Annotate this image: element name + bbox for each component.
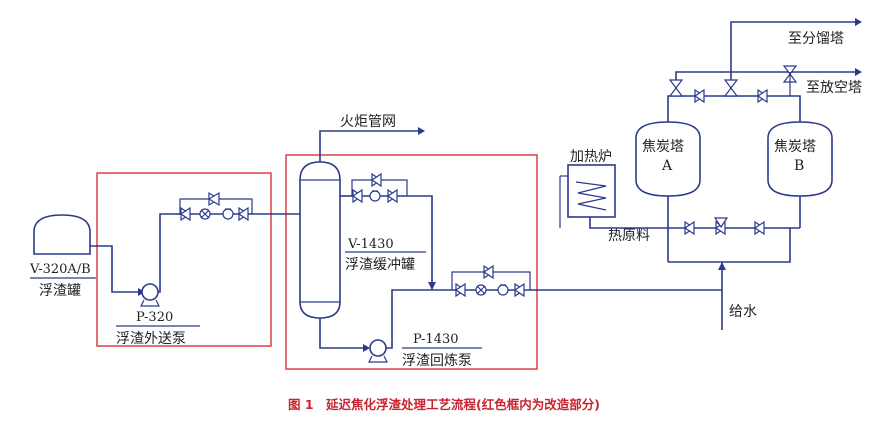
valve-manifold-right	[451, 264, 722, 298]
recycle-loop-valves	[340, 172, 436, 290]
tank-tag: V-320A/B	[29, 262, 91, 277]
buffer-tank-v1430	[299, 161, 341, 319]
pump-p1430-tag: P-1430	[413, 332, 459, 347]
scum-tank-v320	[33, 214, 91, 255]
modified-section-box-left	[96, 172, 272, 347]
pump-p1430	[368, 339, 388, 363]
to-fractionator-label: 至分馏塔	[788, 31, 844, 47]
heater	[559, 164, 616, 228]
coke-drum-b-id: B	[794, 158, 804, 174]
pump-p1430-name: 浮渣回炼泵	[402, 353, 472, 369]
pump-p320-tag: P-320	[136, 310, 173, 325]
coke-drum-a	[635, 121, 701, 197]
pump-p320-name: 浮渣外送泵	[116, 331, 186, 347]
water-label: 给水	[729, 304, 757, 320]
figure-caption: 图 1 延迟焦化浮渣处理工艺流程(红色框内为改造部分)	[288, 397, 600, 412]
coke-drum-a-id: A	[661, 158, 673, 174]
buffer-tank-name: 浮渣缓冲罐	[345, 257, 415, 273]
valve-manifold-left	[176, 191, 300, 222]
coke-drum-a-label: 焦炭塔	[642, 139, 684, 155]
hot-feed-label: 热原料	[608, 228, 650, 244]
drum-bottom-manifold	[667, 196, 801, 263]
heater-label: 加热炉	[570, 149, 612, 165]
coke-drum-b-label: 焦炭塔	[774, 139, 816, 155]
buffer-tank-tag: V-1430	[347, 237, 394, 252]
to-blowdown-label: 至放空塔	[806, 80, 862, 96]
flare-label: 火炬管网	[340, 114, 396, 130]
pump-p320	[140, 283, 160, 307]
modified-section-box-right	[285, 154, 538, 370]
coke-drum-b	[767, 121, 833, 197]
tank-name: 浮渣罐	[39, 283, 81, 299]
drum-overhead-header	[667, 18, 862, 122]
